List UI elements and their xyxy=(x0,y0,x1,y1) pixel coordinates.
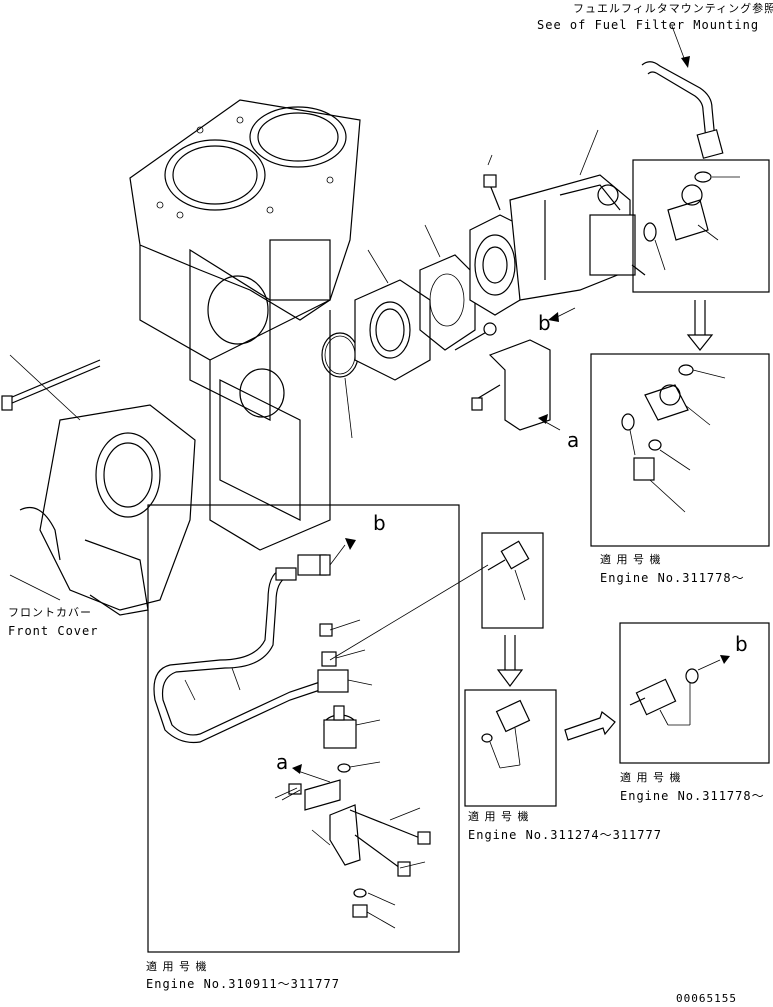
applicable-label-1: 適 用 号 機 xyxy=(600,553,662,566)
front-cover-jp: フロントカバー xyxy=(8,606,92,619)
fuel-filter-ref-en: See of Fuel Filter Mounting xyxy=(537,18,760,32)
callout-a-left-box: a xyxy=(276,750,289,774)
front-cover xyxy=(1,354,196,616)
callout-b-left-box: b xyxy=(373,511,386,535)
engine-number-3: Engine No.311778～ xyxy=(620,789,765,803)
gasket xyxy=(419,224,476,351)
detail-box-sensor-311778 xyxy=(619,622,770,764)
engine-number-2: Engine No.311274～311777 xyxy=(468,828,662,842)
pump-bracket xyxy=(471,307,576,431)
adapter-plate xyxy=(354,249,431,381)
callout-b-right-box: b xyxy=(735,632,748,656)
detail-box-fuel-inlet xyxy=(631,159,770,351)
fuel-pipe xyxy=(641,25,724,159)
detail-box-sensor xyxy=(329,532,544,687)
callout-b-pump: b xyxy=(538,311,551,335)
detail-box-inlet-311778 xyxy=(590,353,770,547)
applicable-label-3: 適 用 号 機 xyxy=(620,771,682,784)
drawing-number: 00065155 xyxy=(676,992,737,1005)
o-ring xyxy=(321,332,359,439)
front-cover-en: Front Cover xyxy=(8,624,99,638)
engine-number-4: Engine No.310911～311777 xyxy=(146,977,340,991)
callout-a-bracket: a xyxy=(567,428,580,452)
engine-number-1: Engine No.311778～ xyxy=(600,571,745,585)
applicable-label-4: 適 用 号 機 xyxy=(146,960,208,973)
detail-box-sensor-311274 xyxy=(464,689,616,807)
fuel-filter-ref-jp: フュエルフィルタマウンティング参照 xyxy=(573,2,773,15)
applicable-label-2: 適 用 号 機 xyxy=(468,810,530,823)
detail-box-return-piping xyxy=(147,504,460,953)
injection-pump xyxy=(454,129,636,351)
cylinder-block xyxy=(129,99,361,551)
